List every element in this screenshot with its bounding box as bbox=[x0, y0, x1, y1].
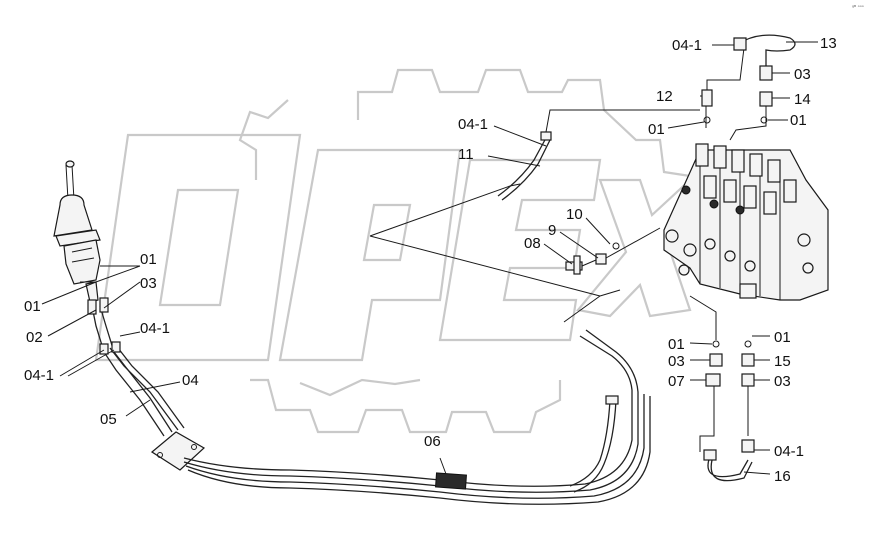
seal-ring-icon bbox=[712, 340, 720, 348]
callout-04-1: 04-1 bbox=[458, 116, 488, 133]
fitting-icon bbox=[99, 297, 109, 313]
callout-03: 03 bbox=[668, 353, 685, 370]
seal-ring-icon bbox=[760, 116, 768, 124]
bolt-icon bbox=[191, 444, 197, 450]
fitting-icon bbox=[540, 131, 552, 141]
tee-fitting-icon bbox=[573, 255, 581, 275]
hose-icon bbox=[737, 34, 796, 66]
callout-11: 11 bbox=[458, 146, 474, 163]
callout-leaders bbox=[41, 41, 818, 475]
hose-icon bbox=[91, 305, 185, 437]
callout-12: 12 bbox=[656, 88, 673, 105]
fitting-icon bbox=[99, 343, 109, 355]
callout-01: 01 bbox=[24, 298, 41, 315]
callout-03: 03 bbox=[140, 275, 157, 292]
fitting-icon bbox=[759, 91, 773, 107]
fitting-icon bbox=[111, 341, 121, 353]
seal-ring-icon bbox=[744, 340, 752, 348]
callout-10: 10 bbox=[566, 206, 583, 223]
control-valve-block-icon bbox=[663, 143, 829, 301]
seal-ring-icon bbox=[612, 242, 620, 250]
fitting-icon bbox=[759, 65, 773, 81]
pipe-line bbox=[689, 295, 717, 340]
corner-note: ᵍᴮ ᵒᵒᵒ bbox=[852, 5, 864, 11]
callout-01: 01 bbox=[774, 329, 791, 346]
callout-01: 01 bbox=[668, 336, 685, 353]
pipe-line bbox=[706, 47, 745, 90]
callout-14: 14 bbox=[794, 91, 811, 108]
fitting-icon bbox=[87, 299, 97, 315]
joystick-icon bbox=[53, 160, 101, 303]
fitting-icon bbox=[733, 37, 747, 51]
fitting-icon bbox=[703, 449, 717, 461]
callout-04: 04 bbox=[182, 372, 199, 389]
hose-icon bbox=[707, 455, 753, 482]
callout-08: 08 bbox=[524, 235, 541, 252]
hose-icon bbox=[497, 137, 551, 201]
fitting-icon bbox=[741, 373, 755, 387]
callout-labels: 13 04-1 03 12 14 04-1 01 01 11 10 9 08 0… bbox=[24, 35, 837, 485]
callout-04-1: 04-1 bbox=[774, 443, 804, 460]
callout-05: 05 bbox=[100, 411, 117, 428]
callout-03: 03 bbox=[774, 373, 791, 390]
callout-01: 01 bbox=[790, 112, 807, 129]
callout-03: 03 bbox=[794, 66, 811, 83]
callout-15: 15 bbox=[774, 353, 791, 370]
hose-icon bbox=[183, 329, 651, 505]
hose-sleeve bbox=[435, 472, 467, 490]
fitting-icon bbox=[709, 353, 723, 367]
seal-ring-icon bbox=[703, 116, 711, 124]
callout-01: 01 bbox=[140, 251, 157, 268]
callout-02: 02 bbox=[26, 329, 43, 346]
fitting-icon bbox=[595, 253, 607, 265]
callout-9: 9 bbox=[548, 222, 556, 239]
callout-04-1: 04-1 bbox=[24, 367, 54, 384]
callout-01: 01 bbox=[648, 121, 665, 138]
leader-lines-group bbox=[369, 183, 621, 323]
bolt-icon bbox=[157, 452, 163, 458]
fitting-icon bbox=[741, 439, 755, 453]
pipe-line bbox=[729, 106, 767, 141]
callout-04-1: 04-1 bbox=[672, 37, 702, 54]
gear-watermark-icon bbox=[238, 68, 692, 434]
fitting-icon bbox=[741, 353, 755, 367]
fitting-icon bbox=[605, 395, 619, 405]
pipe-line bbox=[699, 386, 715, 452]
callout-16: 16 bbox=[774, 468, 791, 485]
callout-04-1: 04-1 bbox=[140, 320, 170, 337]
callout-06: 06 bbox=[424, 433, 441, 450]
elbow-fitting-icon bbox=[705, 373, 721, 387]
fitting-icon bbox=[701, 89, 713, 107]
mounting-plate bbox=[150, 431, 206, 471]
watermark-letters bbox=[94, 133, 723, 362]
callout-07: 07 bbox=[668, 373, 685, 390]
callout-13: 13 bbox=[820, 35, 837, 52]
